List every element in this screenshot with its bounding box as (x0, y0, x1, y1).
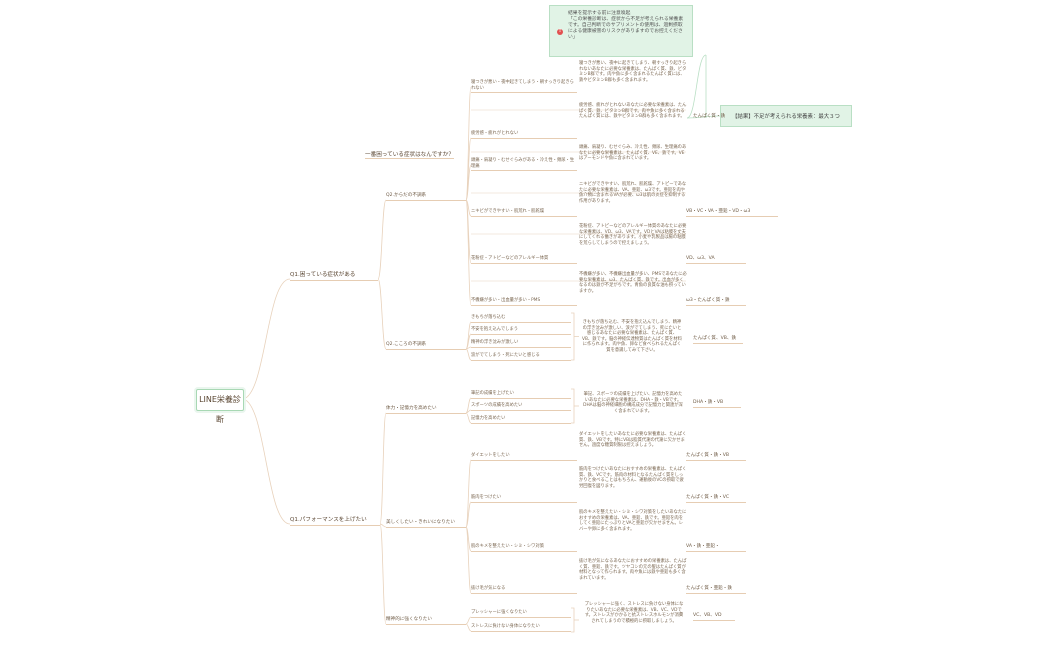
caution-note: ! 結果を提示する前に注意喚起 「この栄養診断は、症状から不足が考えられる栄養素… (549, 5, 693, 57)
beauty-item-result: たんぱく質・鉄・VB (686, 453, 746, 461)
mental-result: VC、VB、VD (693, 613, 735, 621)
mental-desc: プレッシャーに強く、ストレスに負けない身体になりたいあなたに必要な栄養素は、VB… (584, 602, 684, 624)
stamina-item[interactable]: 筆記の成績を上げたい (471, 391, 571, 399)
body-item-label[interactable]: 不機嫌が多い・出血量が多い・PMS (471, 298, 577, 306)
result-tag: たんぱく質・鉄 (693, 114, 726, 119)
stamina-item[interactable]: 記憶力を高めたい (471, 416, 571, 424)
beauty-item-result: VA・鉄・亜鉛・ (686, 544, 746, 552)
body-item-label[interactable]: ニキビができやすい・肌荒れ・肌乾燥 (471, 209, 577, 217)
body-item-desc: 寝つきが悪い、夜中に起きてしまう、朝すっきり起きられないあなたに必要な栄養素は、… (579, 61, 687, 83)
mind-item[interactable]: 不安を抱え込んでしまう (471, 327, 571, 335)
body-item-result: VD、ω3、VA (686, 256, 746, 264)
beauty-item-label[interactable]: 抜け毛が気になる (471, 586, 577, 594)
beauty-item-result: たんぱく質・亜鉛・鉄 (686, 586, 746, 594)
connector (241, 278, 291, 400)
connector (241, 398, 291, 525)
beauty-item-label[interactable]: 肌のキメを整えたい・シミ・シワ対策 (471, 544, 577, 552)
result-box: 【結果】不足が考えられる栄養素：最大３つ (720, 105, 852, 127)
connector (465, 616, 472, 625)
beauty-item-result: たんぱく質・鉄・VC (686, 495, 746, 503)
connector (571, 388, 575, 424)
branch-q2-mind[interactable]: Q2.こころの不調系 (386, 342, 466, 350)
mind-desc: きもちが落ち込む、不安を抱え込んでしまう、精神の浮き沈みが激しい、涙がでてしまう… (582, 320, 682, 353)
connector (571, 607, 575, 633)
body-item-desc: 疲労感、疲れがとれないあなたに必要な栄養素は、たんぱく質、鉄、ビタミンB群です。… (579, 103, 687, 120)
beauty-item-desc: ダイエットをしたいあなたに必要な栄養素は、たんぱく質、鉄、VBです。特にVBは脂… (579, 432, 687, 449)
connector (377, 278, 387, 350)
stamina-result: DHA・鉄・VB (693, 400, 741, 408)
mental-item[interactable]: ストレスに負けない身体になりたい (471, 624, 571, 632)
mind-item[interactable]: 精神の浮き沈みが激しい (471, 340, 571, 348)
connector (377, 199, 387, 280)
warning-icon: ! (557, 29, 563, 35)
beauty-item-label[interactable]: ダイエットをしたい (471, 453, 577, 461)
body-item-result: ω3・たんぱく質・鉄 (686, 298, 746, 306)
connector (465, 459, 472, 528)
body-item-label[interactable]: 花粉症・アトピーなどのアレルギー体質 (471, 256, 577, 264)
connector (571, 312, 575, 361)
mind-result: たんぱく質、VB、鉄 (693, 336, 743, 344)
connector (686, 54, 707, 119)
body-item-desc: ニキビができやすい、肌荒れ、肌乾燥、アトピーであなたに必要な栄養素は、VA、亜鉛… (579, 182, 687, 204)
question-title: 一番困っている症状はなんですか？ (365, 152, 454, 159)
body-item-label[interactable]: 疲労感・疲れがとれない (471, 131, 577, 139)
body-item-label[interactable]: 頭痛・肩凝り・むせぐらみがある・冷え性・頻尿・生理痛 (471, 158, 577, 172)
body-item-result: VB・VC・VA・亜鉛・VD・ω3 (686, 209, 778, 217)
body-item-desc: 花粉症、アトピーなどのアレルギー体質のあなたに必要な栄養素は、VD、ω3、VAで… (579, 224, 687, 246)
body-item-label[interactable]: 寝つきが悪い・夜中起きてしまう・朝すっきり起きられない (471, 80, 577, 94)
branch-q2-mental[interactable]: 精神的に強くなりたい (386, 617, 466, 625)
body-item-desc: 不機嫌が多い、不機嫌出血量が多い、PMSであなたに必要な栄養素は、ω3、たんぱく… (579, 272, 687, 294)
mind-item[interactable]: きもちが落ち込む (471, 315, 571, 323)
branch-q1-performance[interactable]: Q1.パフォーマンスを上げたい (290, 517, 380, 526)
connector (379, 523, 387, 625)
branch-q1-symptom[interactable]: Q1.困っている症状がある (290, 272, 378, 281)
body-item-desc: 頭痛、肩凝り、むせぐらみ、冷え性、頻尿、生理痛のあなたに必要な栄養素は、たんぱく… (579, 145, 687, 162)
branch-q2-stamina[interactable]: 体力・記憶力を高めたい (386, 406, 466, 414)
connector (465, 501, 472, 528)
stamina-item[interactable]: スポーツの成績を高めたい (471, 403, 571, 411)
mental-item[interactable]: プレッシャーに強くなりたい (471, 610, 571, 618)
branch-q2-beauty[interactable]: 美しくしたい・きれいになりたい (386, 520, 466, 528)
stamina-desc: 筆記、スポーツの成績を上げたい、記憶力を高めたいあなたに必要な栄養素は、DHA・… (583, 392, 683, 414)
caution-note-title: 結果を提示する前に注意喚起 (568, 11, 631, 16)
root-node[interactable]: LINE栄養診断 (196, 389, 244, 424)
connector (465, 526, 472, 594)
connector (379, 412, 387, 525)
mind-item[interactable]: 涙がでてしまう・死にたいと感じる (471, 353, 571, 361)
beauty-item-desc: 肌のキメを整えたい・シミ・シワ対策をしたいあなたにおすすめの栄養素は、VA、亜鉛… (579, 510, 687, 532)
beauty-item-label[interactable]: 筋肉をつけたい (471, 495, 577, 503)
caution-note-body: 「この栄養診断は、症状から不足が考えられる栄養素です。自己判断でのサプリメントの… (568, 17, 684, 40)
connector (465, 86, 472, 201)
beauty-item-desc: 抜け毛が気になるあなたにおすすめの栄養素は、たんぱく質、亜鉛、鉄です。ツヤコシの… (579, 559, 687, 581)
beauty-item-desc: 筋肉をつけたいあなたにおすすめの栄養素は、たんぱく質、鉄、VCです。筋肉の材料と… (579, 467, 687, 489)
branch-q2-body[interactable]: Q2.からだの不調系 (386, 193, 466, 201)
